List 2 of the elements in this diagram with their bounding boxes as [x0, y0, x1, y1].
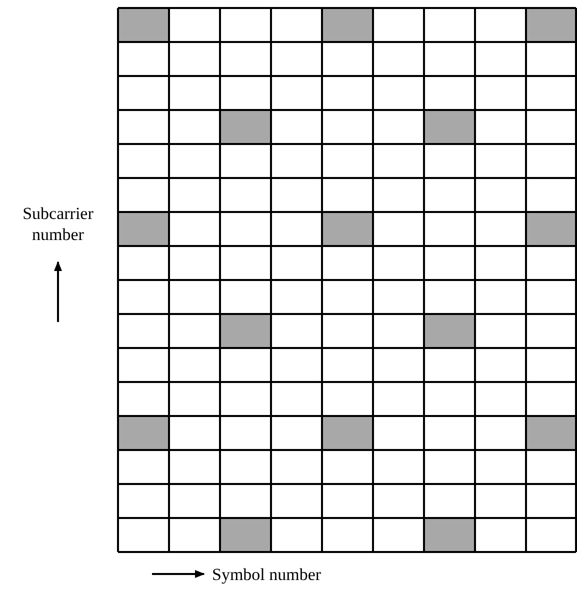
axis-label: Subcarrier number — [22, 203, 94, 245]
axis-label: Symbol number — [212, 564, 322, 585]
